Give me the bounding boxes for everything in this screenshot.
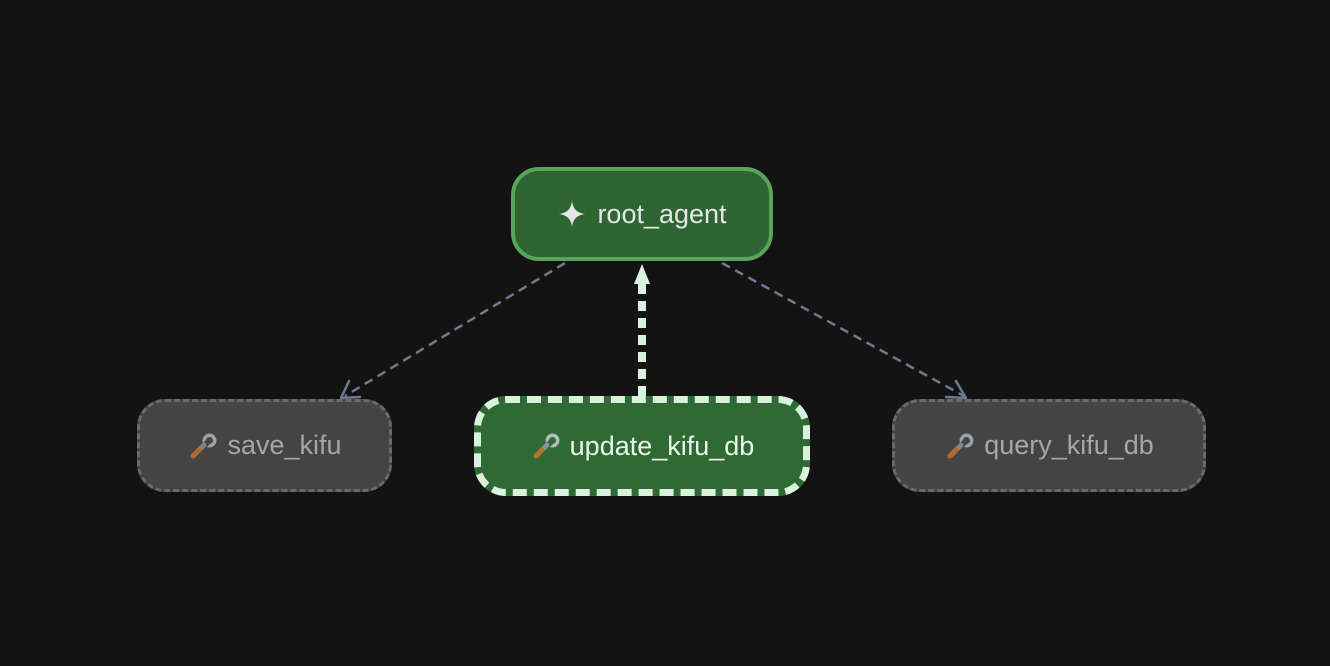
node-query-kifu-db[interactable]: query_kifu_db	[892, 399, 1206, 492]
node-label: save_kifu	[227, 430, 342, 460]
wrench-icon	[187, 431, 217, 461]
node-label: update_kifu_db	[569, 430, 755, 461]
sparkle-icon	[557, 199, 587, 229]
node-save-kifu[interactable]: save_kifu	[137, 399, 392, 492]
node-update-kifu-db[interactable]: update_kifu_db	[474, 396, 810, 496]
edge-root-to-save	[339, 261, 566, 400]
wrench-icon	[944, 431, 974, 461]
arrowhead-icon	[339, 379, 362, 400]
edge-line	[721, 261, 965, 398]
node-root-agent[interactable]: root_agent	[511, 167, 773, 261]
edge-root-to-query	[721, 261, 968, 400]
node-label: root_agent	[597, 198, 727, 229]
arrowhead-icon	[634, 264, 650, 284]
edge-line	[344, 261, 566, 398]
wrench-icon	[530, 431, 560, 461]
node-label: query_kifu_db	[984, 430, 1154, 460]
arrowhead-icon	[944, 379, 968, 400]
edge-update-to-root	[634, 264, 650, 396]
